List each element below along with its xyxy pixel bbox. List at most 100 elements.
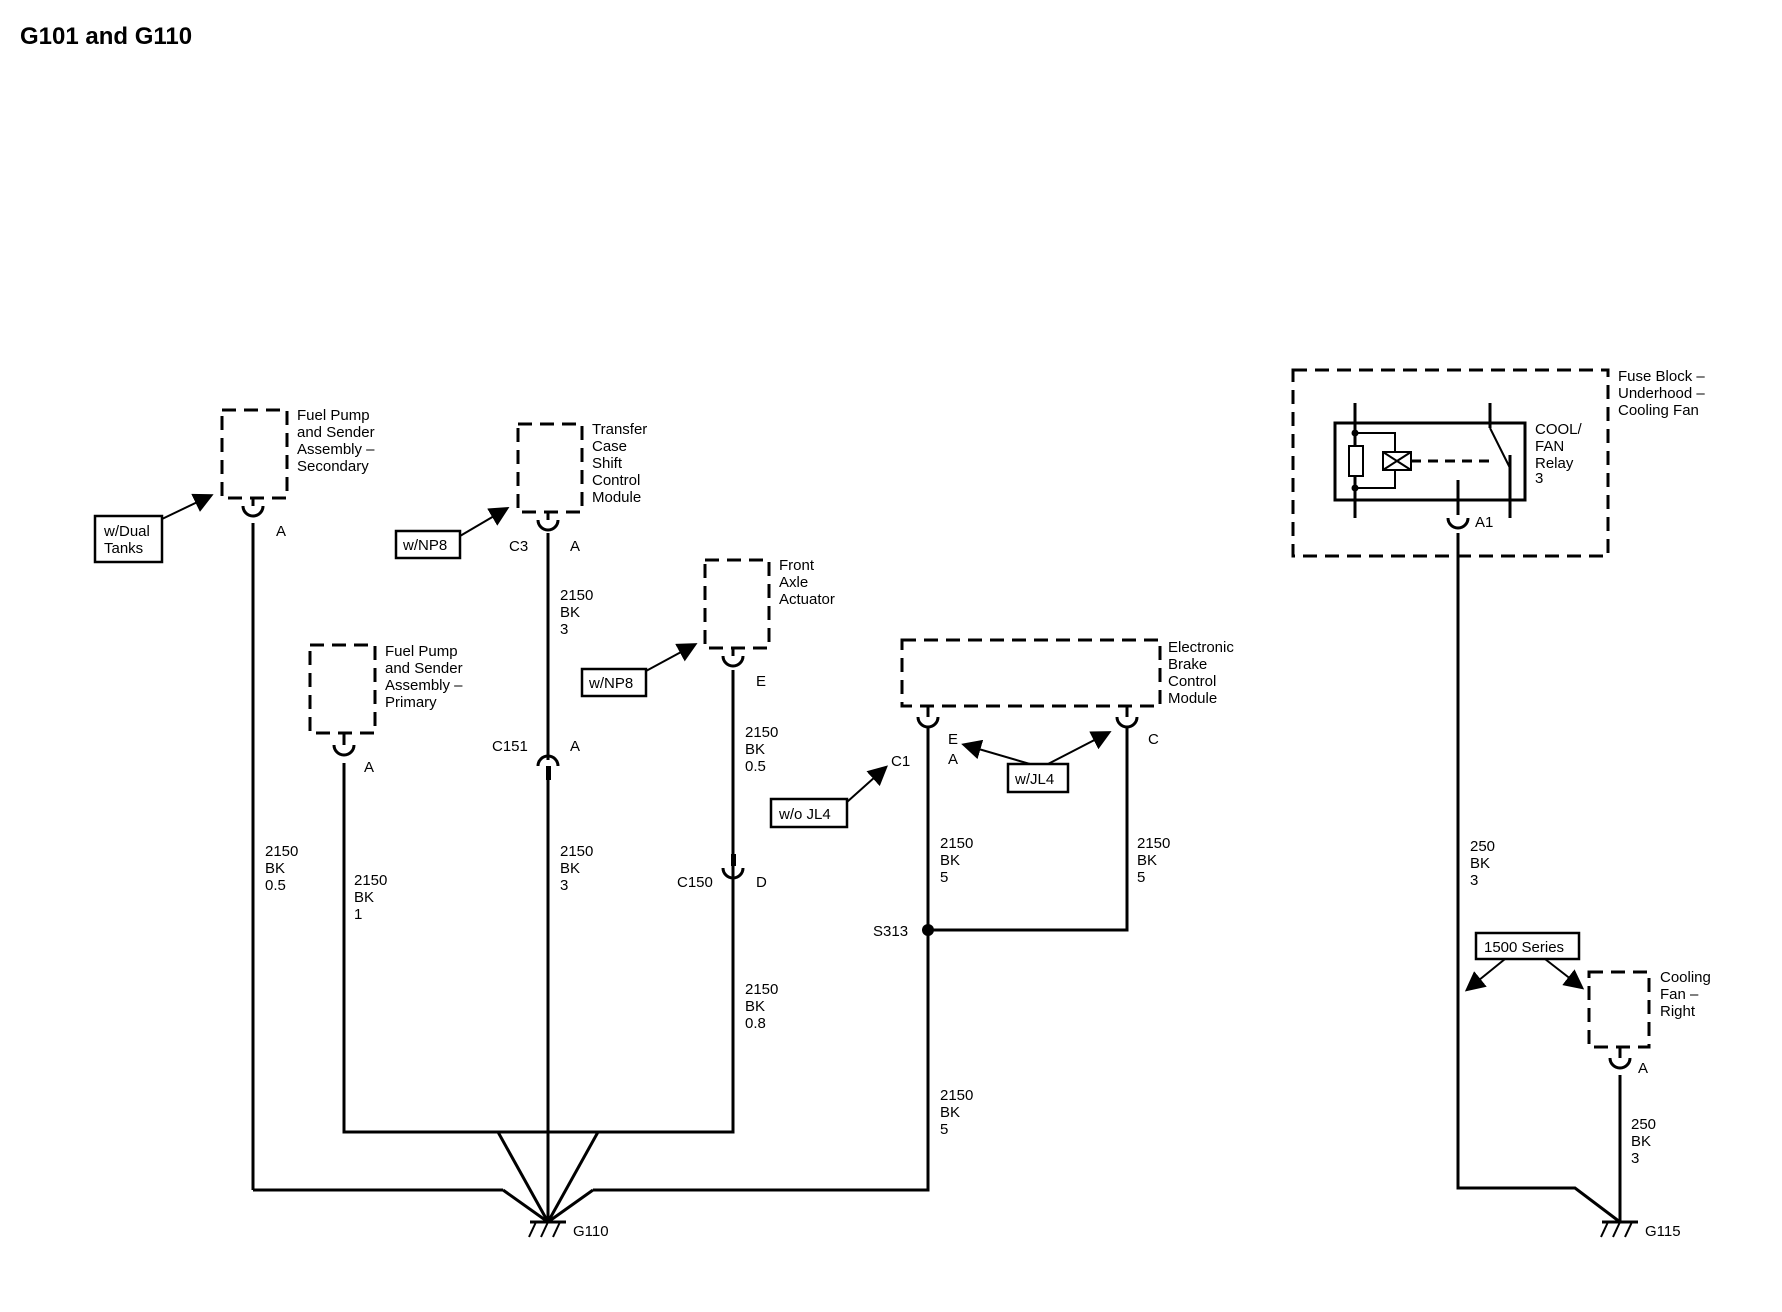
g115-hatch-3 <box>1624 1221 1633 1238</box>
relay-box <box>1333 421 1527 502</box>
g115-hatch-1 <box>1600 1221 1609 1238</box>
wire-ebcm-c <box>928 728 1129 932</box>
ebcm-l3: Control <box>1168 673 1216 690</box>
relay-l4: 3 <box>1535 470 1543 487</box>
transfer-case-l5: Module <box>592 489 641 506</box>
wire-label-w1-size: 0.5 <box>265 877 286 894</box>
option-1500-series: 1500 Series <box>1484 939 1564 956</box>
arrow-dual-tanks <box>161 493 214 520</box>
option-dual-tanks-line2: Tanks <box>104 540 143 557</box>
relay-switch-blade <box>1489 427 1511 469</box>
wire-converge-2 <box>496 1131 550 1223</box>
front-axle-l3: Actuator <box>779 591 835 608</box>
pin-labels: A C3 A A C151 A E C150 D C1 E A C A1 A S… <box>276 514 1681 1240</box>
wire-label-w6-color: BK <box>745 998 765 1015</box>
option-np8-b-box <box>580 667 648 698</box>
arrow-np8-b <box>645 643 698 672</box>
wire-label-w11-color: BK <box>1631 1133 1651 1150</box>
wire-label-w4-color: BK <box>560 860 580 877</box>
pin-fp-secondary: A <box>276 523 286 540</box>
inline-connector-c151-pin <box>546 766 551 780</box>
wire-label-w9-color: BK <box>940 1104 960 1121</box>
relay-l3: Relay <box>1535 455 1574 472</box>
fp-secondary-l4: Secondary <box>297 458 369 475</box>
transfer-case-l3: Shift <box>592 455 623 472</box>
ebcm-l1: Electronic <box>1168 639 1234 656</box>
fp-secondary-l2: and Sender <box>297 424 375 441</box>
option-np8-b: w/NP8 <box>588 675 633 692</box>
pin-transfer-case: A <box>570 538 580 555</box>
wire-labels: 2150 BK 0.5 2150 BK 1 2150 BK 3 2150 BK … <box>265 587 1656 1167</box>
g110-hatch-1 <box>528 1221 537 1238</box>
wire-ebcm-e <box>593 728 930 1192</box>
fuel-pump-secondary-box <box>220 408 289 500</box>
fp-primary-l2: and Sender <box>385 660 463 677</box>
inline-connector-c151 <box>536 754 560 767</box>
relay-resistor <box>1348 445 1364 477</box>
arrow-wo-jl4 <box>846 765 888 803</box>
inline-connector-c150-pin <box>731 854 736 866</box>
arrow-1500-right <box>1544 958 1585 990</box>
wires <box>251 523 1622 1224</box>
relay-node-bottom <box>1351 484 1359 492</box>
wire-label-w5-circuit: 2150 <box>745 724 778 741</box>
connector-label-c151: C151 <box>492 738 528 755</box>
cooling-fan-box <box>1587 970 1651 1049</box>
wire-converge-1 <box>502 1188 549 1224</box>
ground-label-g115: G115 <box>1645 1223 1681 1240</box>
transfer-case-box <box>516 422 584 514</box>
arrow-w-jl4-right <box>1047 731 1112 765</box>
option-wo-jl4-box <box>769 797 849 829</box>
arrow-w-jl4-left <box>961 739 1031 765</box>
connector-transfer-case <box>536 519 560 532</box>
relay-l1: COOL/ <box>1535 421 1583 438</box>
connector-ebcm-c <box>1115 716 1139 729</box>
pin-relay-a1: A1 <box>1475 514 1493 531</box>
connector-ebcm-e <box>916 716 940 729</box>
wire-label-w8-circuit: 2150 <box>1137 835 1170 852</box>
transfer-case-l2: Case <box>592 438 627 455</box>
pin-ebcm-e: E <box>948 731 958 748</box>
arrow-1500-left <box>1464 958 1506 992</box>
fp-primary-l3: Assembly – <box>385 677 463 694</box>
fuel-pump-primary-box <box>308 643 377 735</box>
front-axle-l1: Front <box>779 557 815 574</box>
option-dual-tanks-box <box>93 514 164 564</box>
wire-label-w2-color: BK <box>354 889 374 906</box>
ground-g110-symbol <box>528 1220 566 1238</box>
arrow-np8-a <box>459 506 510 537</box>
component-labels: Fuel Pump and Sender Assembly – Secondar… <box>297 368 1711 1020</box>
wire-label-w10-circuit: 250 <box>1470 838 1495 855</box>
connector-label-c150: C150 <box>677 874 713 891</box>
g110-hatch-2 <box>540 1221 549 1238</box>
option-w-jl4-box <box>1006 762 1070 794</box>
wire-converge-4 <box>547 1188 594 1224</box>
splice-s313 <box>922 924 934 936</box>
option-np8-a: w/NP8 <box>402 537 447 554</box>
wire-fp-primary-front-axle <box>342 670 735 1134</box>
wire-label-w1-color: BK <box>265 860 285 877</box>
option-w-jl4: w/JL4 <box>1014 771 1054 788</box>
connector-relay-a1 <box>1446 517 1470 530</box>
ground-g115-symbol <box>1600 1220 1638 1238</box>
wire-label-w5-color: BK <box>745 741 765 758</box>
connectors <box>241 498 1632 1070</box>
wire-label-w3-size: 3 <box>560 621 568 638</box>
option-np8-a-box <box>394 529 462 560</box>
pin-c151: A <box>570 738 580 755</box>
transfer-case-l1: Transfer <box>592 421 647 438</box>
g115-hatch-2 <box>1612 1221 1621 1238</box>
wire-label-w11-circuit: 250 <box>1631 1116 1656 1133</box>
pin-ebcm-a: A <box>948 751 958 768</box>
wire-label-w10-size: 3 <box>1470 872 1478 889</box>
fp-primary-l1: Fuel Pump <box>385 643 458 660</box>
connector-fp-primary <box>332 744 356 757</box>
cooling-fan-l2: Fan – <box>1660 986 1699 1003</box>
wire-label-w11-size: 3 <box>1631 1150 1639 1167</box>
cooling-fan-l3: Right <box>1660 1003 1696 1020</box>
front-axle-l2: Axle <box>779 574 808 591</box>
wire-label-w6-size: 0.8 <box>745 1015 766 1032</box>
fp-secondary-l1: Fuel Pump <box>297 407 370 424</box>
pin-front-axle: E <box>756 673 766 690</box>
option-labels: w/Dual Tanks w/NP8 w/NP8 w/o JL4 w/JL4 1… <box>93 493 1585 992</box>
